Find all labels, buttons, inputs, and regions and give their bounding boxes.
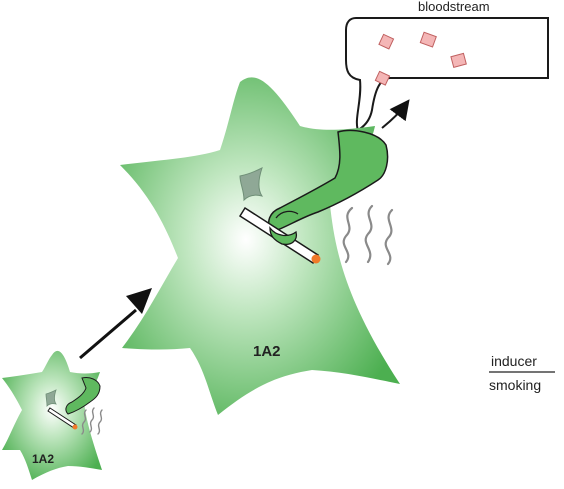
bloodstream-label: bloodstream (418, 0, 490, 14)
small-cell: 1A2 (2, 350, 103, 480)
small-cigarette-icon (47, 407, 78, 430)
flow-arrow-icon (381, 99, 410, 129)
arm-icon (268, 129, 389, 233)
bloodstream-vessel (345, 17, 549, 132)
small-cell-label: 1A2 (32, 452, 54, 466)
large-cell-label: 1A2 (253, 343, 281, 360)
particle-icon (374, 31, 467, 86)
small-arm-icon (65, 377, 101, 415)
inducer-legend: inducer smoking (489, 353, 555, 393)
small-cell-body (2, 350, 102, 480)
growth-arrow-line (79, 308, 137, 360)
smoke-icon (342, 204, 394, 266)
smoke-puff-icon (239, 167, 264, 202)
growth-arrow-icon (126, 288, 152, 314)
small-smoke-puff-icon (45, 389, 57, 407)
bloodstream-box: bloodstream (345, 0, 549, 132)
large-cell-body (120, 77, 400, 415)
small-smoke-icon (81, 407, 103, 435)
large-cell: 1A2 (120, 77, 400, 415)
hand-icon (269, 226, 298, 246)
inducer-value: smoking (489, 377, 541, 393)
inducer-header: inducer (491, 353, 537, 369)
